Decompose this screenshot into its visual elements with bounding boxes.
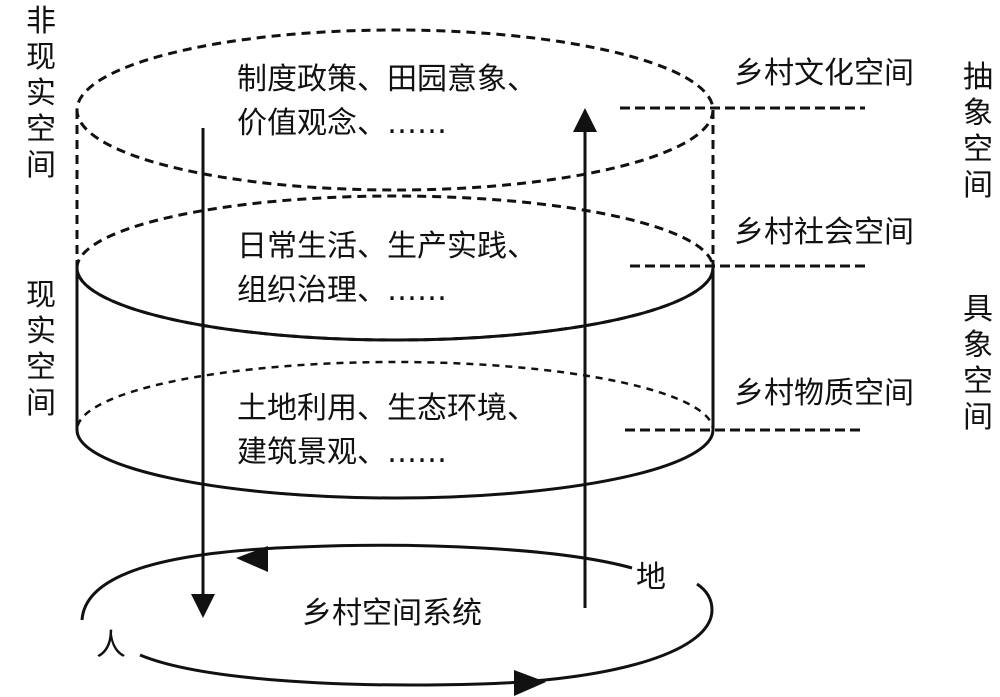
person-label: 人 — [96, 628, 126, 663]
culture-content-line1: 制度政策、田园意象、 — [237, 62, 537, 97]
social-layer-front-arc — [75, 267, 715, 342]
social-content-line1: 日常生活、生产实践、 — [237, 229, 537, 264]
material-layer-content: 土地利用、生态环境、 建筑景观、…… — [237, 387, 537, 475]
non-real-space-label: 非现实空间 — [26, 4, 56, 183]
rural-space-system-label: 乡村空间系统 — [302, 596, 482, 631]
material-space-label: 乡村物质空间 — [734, 376, 914, 411]
culture-content-line2: 价值观念、…… — [237, 106, 447, 141]
social-space-label: 乡村社会空间 — [734, 215, 914, 250]
system-cycle-top-arc — [80, 543, 633, 621]
material-layer-front-arc — [75, 429, 715, 500]
material-content-line1: 土地利用、生态环境、 — [237, 391, 537, 426]
cycle-top-arrowhead — [236, 546, 268, 572]
social-layer-content: 日常生活、生产实践、 组织治理、…… — [237, 225, 537, 313]
culture-space-label: 乡村文化空间 — [734, 56, 914, 91]
cycle-bottom-arrowhead — [514, 670, 546, 696]
abstract-space-label: 抽象空间 — [963, 60, 993, 203]
material-content-line2: 建筑景观、…… — [237, 435, 447, 470]
system-cycle-bottom-arc — [139, 582, 714, 687]
real-space-label: 现实空间 — [26, 278, 56, 421]
culture-layer-content: 制度政策、田园意象、 价值观念、…… — [237, 58, 537, 146]
social-content-line2: 组织治理、…… — [237, 273, 447, 308]
concrete-space-label: 具象空间 — [963, 292, 993, 435]
land-label: 地 — [636, 560, 666, 595]
